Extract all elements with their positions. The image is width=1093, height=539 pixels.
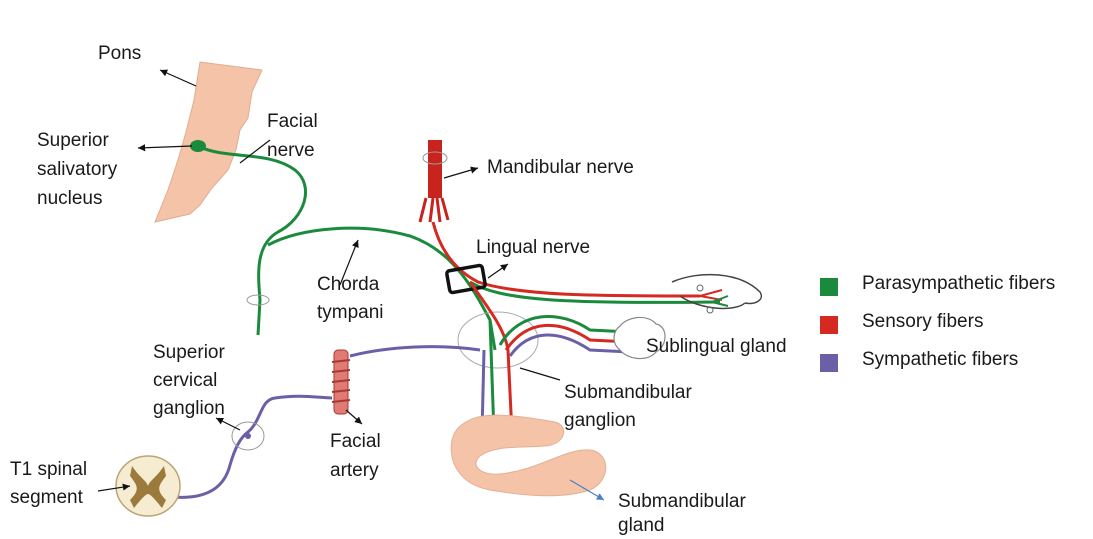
label-mandibular-nerve: Mandibular nerve <box>487 155 634 180</box>
label-chorda-tympani-1: Chorda <box>317 272 379 297</box>
label-sublingual-gland: Sublingual gland <box>646 334 787 359</box>
legend-swatch-parasympathetic <box>820 278 838 296</box>
legend-label-parasympathetic: Parasympathetic fibers <box>862 273 1055 295</box>
label-facial-artery-1: Facial <box>330 429 381 454</box>
label-submandibular-gland-1: Submandibular <box>618 489 746 514</box>
legend-label-sensory: Sensory fibers <box>862 311 983 333</box>
label-t1-spinal-segment-2: segment <box>10 485 83 510</box>
legend-item-parasympathetic: Parasympathetic fibers <box>820 272 1090 302</box>
label-lingual-nerve: Lingual nerve <box>476 235 590 260</box>
legend-swatch-sensory <box>820 316 838 334</box>
mandibular-nerve-shape <box>428 140 442 198</box>
label-superior-salivatory-nucleus-1: Superior <box>37 128 109 153</box>
legend-item-sensory: Sensory fibers <box>820 310 1090 340</box>
legend-swatch-sympathetic <box>820 354 838 372</box>
pons-shape <box>155 62 262 222</box>
label-facial-nerve-1: Facial <box>267 109 318 134</box>
label-pons: Pons <box>98 41 141 66</box>
label-superior-cervical-ganglion-2: cervical <box>153 368 217 393</box>
label-submandibular-gland-2: gland <box>618 513 665 538</box>
label-superior-cervical-ganglion-3: ganglion <box>153 396 225 421</box>
label-chorda-tympani-2: tympani <box>317 300 384 325</box>
label-superior-salivatory-nucleus-3: nucleus <box>37 186 103 211</box>
label-submandibular-ganglion-2: ganglion <box>564 408 636 433</box>
legend-item-sympathetic: Sympathetic fibers <box>820 348 1090 378</box>
label-superior-salivatory-nucleus-2: salivatory <box>37 157 117 182</box>
label-superior-cervical-ganglion-1: Superior <box>153 340 225 365</box>
chorda-tympani-fiber <box>268 228 495 350</box>
legend-label-sympathetic: Sympathetic fibers <box>862 349 1018 371</box>
label-submandibular-ganglion-1: Submandibular <box>564 380 692 405</box>
label-facial-nerve-2: nerve <box>267 138 315 163</box>
label-facial-artery-2: artery <box>330 458 379 483</box>
label-t1-spinal-segment-1: T1 spinal <box>10 457 87 482</box>
